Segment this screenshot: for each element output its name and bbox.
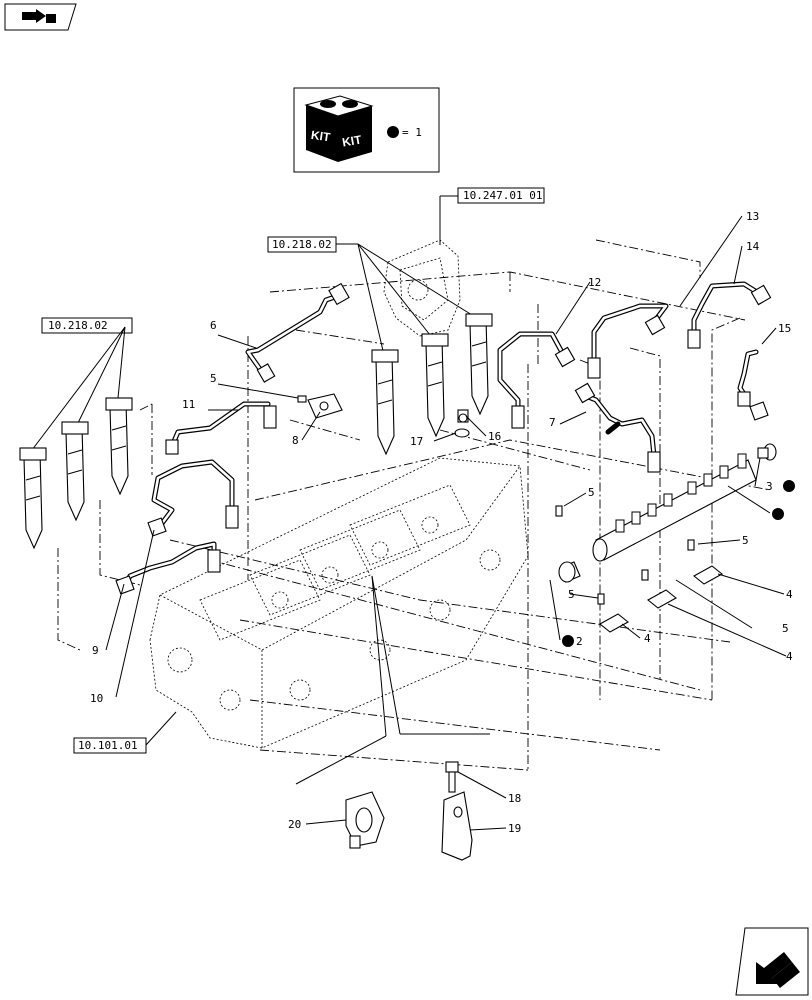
callout-5d: 5	[568, 588, 575, 601]
ref-fuel-pump-label: 10.247.01 01	[463, 189, 542, 202]
callout-4b: 4	[644, 632, 651, 645]
callout-8: 8	[292, 434, 299, 447]
kit-box-icon	[304, 95, 374, 162]
ref-injectors-left[interactable]: 10.218.02	[41, 317, 133, 334]
callout-5c: 5	[742, 534, 749, 547]
previous-page-icon[interactable]	[4, 3, 77, 31]
cylinder-head-block	[149, 457, 529, 749]
pipe-7	[574, 382, 661, 473]
callout-5b: 5	[588, 486, 595, 499]
screws-5	[297, 395, 695, 605]
sealing-washer-17	[454, 428, 470, 438]
callout-10: 10	[90, 692, 103, 705]
fuel-fitting-16	[457, 409, 469, 423]
callout-2: 2	[576, 635, 583, 648]
pipe-9	[115, 541, 221, 595]
next-page-icon[interactable]	[735, 927, 809, 996]
callout-20: 20	[288, 818, 301, 831]
callout-11: 11	[182, 398, 195, 411]
bracket-19	[441, 791, 473, 861]
fuel-pump-ghost	[383, 239, 461, 337]
callout-17: 17	[410, 435, 423, 448]
kit-marker-valve	[783, 480, 795, 492]
injector-left-2	[61, 421, 89, 522]
clip-20	[345, 791, 385, 849]
callout-12: 12	[588, 276, 601, 289]
callout-16: 16	[488, 430, 501, 443]
pipe-11	[165, 401, 277, 455]
callout-6: 6	[210, 319, 217, 332]
kit-bullet-icon	[387, 126, 399, 138]
callout-15: 15	[778, 322, 791, 335]
pipe-14	[687, 281, 772, 349]
callout-5e: 5	[782, 622, 789, 635]
callout-7: 7	[549, 416, 556, 429]
ref-injectors-top[interactable]: 10.218.02	[267, 236, 337, 253]
pipe-15	[737, 349, 769, 421]
pipe-13	[587, 303, 669, 379]
injector-top-2	[421, 333, 449, 438]
ref-fuel-pump[interactable]: 10.247.01 01	[457, 187, 545, 204]
callout-19: 19	[508, 822, 521, 835]
callout-3: 3	[766, 480, 773, 493]
injector-left-3	[105, 397, 133, 496]
kit-legend: KIT KIT = 1	[293, 87, 440, 173]
callout-4a: 4	[786, 588, 793, 601]
kit-marker-sensor	[562, 635, 574, 647]
ref-injectors-top-label: 10.218.02	[272, 238, 332, 251]
clamp-bolt-18	[445, 761, 459, 793]
pipe-6	[245, 282, 350, 383]
flange-8	[307, 393, 343, 419]
kit-marker-rail	[772, 508, 784, 520]
leader-lines	[105, 215, 787, 831]
callout-5a: 5	[210, 372, 217, 385]
pipe-10	[147, 459, 239, 537]
callout-18: 18	[508, 792, 521, 805]
kit-label-left: KIT	[310, 128, 332, 145]
clamps-4	[599, 565, 723, 633]
callout-9: 9	[92, 644, 99, 657]
pipe-12	[497, 331, 576, 429]
rail-pressure-sensor	[558, 561, 581, 583]
pressure-relief-valve	[757, 443, 777, 461]
callout-numbers: 6 5 11 8 9 10 12 13 14 15 7 16 17 5 3 1 …	[90, 210, 793, 835]
ref-cylinder-head[interactable]: 10.101.01	[73, 737, 147, 754]
injector-top-1	[371, 349, 399, 456]
callout-13: 13	[746, 210, 759, 223]
kit-label-right: KIT	[341, 132, 363, 149]
ref-injectors-left-label: 10.218.02	[48, 319, 108, 332]
injector-left-1	[19, 447, 47, 550]
ref-cylinder-head-label: 10.101.01	[78, 739, 138, 752]
callout-14: 14	[746, 240, 760, 253]
kit-quantity-label: = 1	[402, 126, 422, 139]
common-rail	[592, 453, 757, 562]
callout-4c: 4	[786, 650, 793, 663]
injector-top-3	[465, 313, 493, 416]
